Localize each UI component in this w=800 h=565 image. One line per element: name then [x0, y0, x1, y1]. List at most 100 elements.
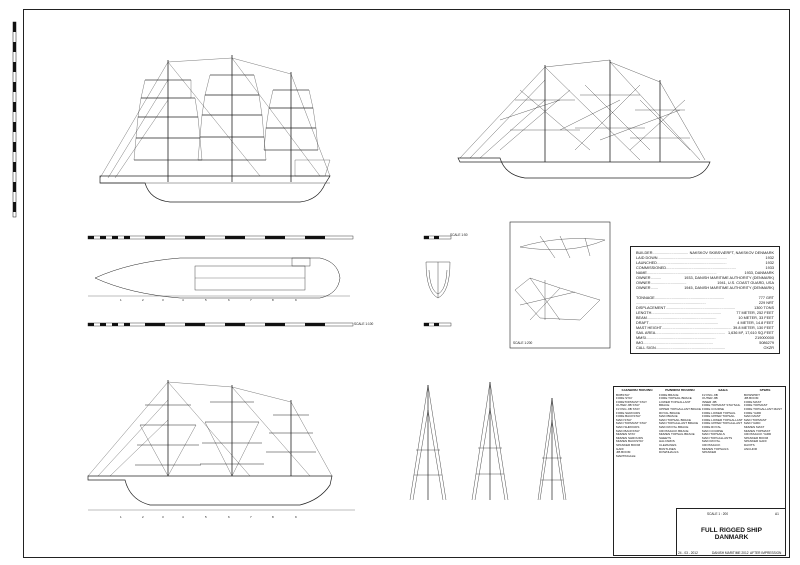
legend-item: FORE MAST [744, 399, 762, 404]
legend-item: INNER JIB [702, 399, 717, 404]
legend-item: SHEETS [659, 435, 672, 440]
legend-item: MIZZEN TOPSAIL BRACE [659, 432, 695, 437]
spec-row: LAUNCHED................................… [636, 261, 774, 265]
legend-item: MAIN TOPMAST STAY [616, 421, 647, 426]
legend-item: FORE TOPMAST [744, 403, 768, 408]
legend-item: GAFF [616, 446, 624, 451]
scale-bar-small [423, 235, 452, 327]
title-line-2: DANMARK [714, 534, 749, 541]
svg-text:5: 5 [205, 298, 207, 302]
legend-item: MIZZEN STAY [616, 432, 636, 437]
svg-text:9: 9 [295, 298, 297, 302]
spec-row: BEAM....................................… [636, 316, 774, 320]
legend-item: SPANKER BOOM [616, 442, 641, 447]
title-line-1: FULL RIGGED SHIP [701, 527, 762, 534]
legend-item: UPPER TOPGALLANT BRACE [659, 406, 701, 411]
svg-text:6: 6 [228, 515, 230, 519]
legend-item: MIZZEN MAST [744, 424, 765, 429]
legend-item: SPANKER GAFF [744, 439, 767, 444]
spec-row: CALL SIGN...............................… [636, 346, 774, 350]
legend-item: MAIN YARD [744, 421, 761, 426]
vertical-scale-bar [12, 21, 17, 218]
scale-bar-lower [87, 322, 354, 327]
legend-item: FLYING JIB STAY [616, 406, 641, 411]
title-block: SCALE 1 : 200 A1 FULL RIGGED SHIP DANMAR… [676, 508, 786, 556]
scale-bar-upper [87, 235, 354, 240]
svg-text:8: 8 [272, 298, 274, 302]
legend-item: FORE LOWER TOPGALLANT [702, 417, 743, 422]
legend-item: MAIN TOPGALLANT BRACE [659, 421, 699, 426]
sail-plan-view [99, 55, 331, 203]
drawing-title: FULL RIGGED SHIP DANMARK [677, 527, 786, 541]
legend-item: OUTER JIB STAY [616, 403, 640, 408]
spec-row: OWNER..................................1… [636, 281, 774, 285]
legend-item: SPANKER BOOM [744, 435, 769, 440]
spec-row: IMO.....................................… [636, 341, 774, 345]
legend-item: MAIN SHROUDS [616, 424, 640, 429]
legend-item: FORE LOWER TOPSAIL [702, 410, 736, 415]
scale-label-detail: SCALE 1:200 [513, 341, 533, 345]
svg-text:5: 5 [205, 515, 207, 519]
spec-row: DISPLACEMENT............................… [636, 306, 774, 310]
legend-heading: SAILS [718, 389, 728, 392]
legend-item: BOBSTAY [616, 392, 630, 397]
spec-row: NAME....................................… [636, 271, 774, 275]
legend-item: MAIN ROYAL [702, 439, 721, 444]
title-drawn: DANISH MARITIME 2012 [712, 551, 749, 555]
body-plan-view [425, 261, 451, 299]
legend-item: FORETOPMAST STAY [616, 399, 647, 404]
legend-item: OUTER JIB [702, 396, 718, 401]
svg-text:3: 3 [162, 298, 164, 302]
legend-item: MAIN BRACE [659, 414, 678, 419]
legend-heading: STANDING RIGGING [621, 389, 653, 392]
scale-label-side: SCALE 1:100 [354, 322, 374, 326]
legend-item: MAIN TOPGALLANTS [702, 435, 733, 440]
legend-item: JIB BOOM [616, 450, 631, 455]
spec-row: LAID DOWN...............................… [636, 256, 774, 260]
title-date: 24 - 03 - 2012 [678, 551, 698, 555]
legend-item: MAIN ROYAL BRACE [659, 424, 689, 429]
legend-item: BUNTLINES [659, 446, 676, 451]
legend-item: DAVITS [744, 442, 755, 447]
legend-item: MAIN TOPMAST [744, 417, 767, 422]
legend-item: MAIN BACKSTAY [616, 428, 640, 433]
legend-item: MIZZEN TOPMAST [744, 428, 771, 433]
legend-item: CLEWLINES [659, 442, 677, 447]
detail-view [509, 221, 611, 349]
spec-row: SAIL AREA...............................… [636, 331, 774, 335]
svg-text:2: 2 [142, 298, 144, 302]
svg-text:7: 7 [250, 298, 252, 302]
rigging-plan-view [457, 59, 711, 179]
legend-item: FORE COURSE [702, 406, 725, 411]
title-software: AFTER IMPRESSION [750, 551, 782, 555]
legend-item: MAIN MAST [744, 414, 761, 419]
legend-heading: RUNNING RIGGING [665, 389, 695, 392]
legend-item: MARTINGALE [616, 453, 636, 458]
sheet-border [23, 9, 790, 558]
title-scale: SCALE 1 : 200 [707, 512, 729, 516]
legend-item: LOWER TOPGALLANT BRACE [659, 399, 691, 408]
legend-item: FORE TOPSAIL BRACE [659, 396, 692, 401]
legend-item: MAIN TOPSAILS [702, 432, 725, 437]
legend-item: FORE BRACE [659, 392, 679, 397]
spec-row: MAST HEIGHT.............................… [636, 326, 774, 330]
legend-item: FORE UPPER TOPGALLANT [702, 421, 743, 426]
legend-item: FORE STAY [616, 396, 633, 401]
svg-text:9: 9 [295, 515, 297, 519]
legend-item: BOWSPRIT [744, 392, 761, 397]
legend-item: CROSSJACK BRACE [659, 428, 689, 433]
spec-row: DRAFT...................................… [636, 321, 774, 325]
legend-item: ROYAL BRACE [659, 410, 681, 415]
spec-row: ........................................… [636, 301, 774, 305]
spec-row: COMMISSIONED............................… [636, 266, 774, 270]
legend-item: MIZZEN SHROUDS [616, 435, 643, 440]
legend-item: SPANKER [702, 450, 717, 455]
legend-item: MAIN TOPSAIL BRACE [659, 417, 691, 422]
spec-row: BUILDER.................................… [636, 251, 774, 255]
spec-row: OWNER.......1945, DANISH MARITIME AUTHOR… [636, 286, 774, 290]
